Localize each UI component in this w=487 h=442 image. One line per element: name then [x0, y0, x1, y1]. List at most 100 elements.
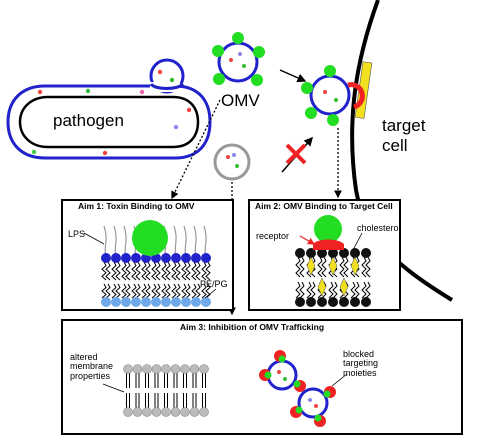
lps-head: [191, 253, 201, 263]
lipid-head: [350, 248, 360, 258]
lipid-tail: [350, 281, 356, 299]
blocked-vesicle-2: [290, 386, 336, 427]
lipid-tail: [131, 261, 137, 281]
lipid-tail: [171, 261, 177, 281]
cholesterol-molecule: [350, 256, 360, 276]
lipid-tail: [125, 261, 131, 281]
lps-label: LPS: [68, 229, 86, 239]
cholesterol-molecule: [328, 256, 338, 276]
lipid-tail: [155, 261, 161, 281]
lipid-tail: [171, 283, 177, 299]
lipid-tail: [201, 283, 207, 299]
lipid-head: [180, 407, 190, 417]
altered-membrane-pointer: [102, 383, 125, 393]
pathogen-label: pathogen: [53, 111, 124, 130]
lipid-tail: [191, 283, 197, 299]
lipid-tail: [185, 283, 191, 299]
pe-pg-head: [131, 297, 141, 307]
lipid-head: [317, 248, 327, 258]
pe-pg-label: PE/PG: [200, 279, 228, 289]
receptor-label: receptor: [256, 231, 290, 241]
lipid-tail: [361, 281, 367, 299]
lipid-head: [132, 407, 143, 417]
lipid-tail: [105, 283, 111, 299]
omv-vesicle-with-toxins: [212, 32, 265, 86]
lipid-tail: [339, 256, 345, 278]
lipid-tail: [135, 283, 141, 299]
cholesterol-molecule: [306, 256, 316, 276]
lps-head: [161, 253, 171, 263]
lipid-tail: [191, 261, 197, 281]
lps-head: [201, 253, 211, 263]
lipid-head: [361, 297, 371, 307]
lipid-tail: [354, 281, 360, 299]
lipid-tail: [321, 256, 327, 278]
lipid-tail: [111, 261, 117, 281]
lipid-head: [199, 407, 209, 417]
lipid-tail: [141, 283, 147, 299]
lipid-head: [132, 364, 143, 374]
pe-pg-head: [161, 297, 171, 307]
lipid-head: [189, 364, 200, 374]
lipid-head: [328, 297, 338, 307]
cholesterol-molecule: [317, 277, 327, 297]
lps-head: [111, 253, 121, 263]
lipid-tail: [121, 261, 127, 281]
lipid-tail: [306, 281, 312, 299]
lipid-head: [199, 364, 209, 374]
plain-vesicle: [213, 143, 251, 181]
lipid-tail: [135, 261, 141, 281]
lipid-tail: [105, 261, 111, 281]
solid-arrow-icon: [279, 69, 307, 83]
pe-pg-head: [101, 297, 111, 307]
omv-bound-to-target: [301, 65, 365, 126]
lipid-head: [306, 248, 316, 258]
aim1-toxin: [132, 220, 168, 256]
pe-pg-head: [111, 297, 121, 307]
aim3-gray-bilayer: [123, 364, 209, 417]
lipid-head: [306, 297, 316, 307]
lipid-tail: [145, 261, 151, 281]
lipid-tail: [365, 281, 371, 299]
lipid-head: [161, 407, 171, 417]
lipid-tail: [175, 283, 181, 299]
cholesterol-label: cholesterol: [357, 223, 401, 233]
lipid-head: [295, 248, 305, 258]
blocked-targeting-label: blocked targeting moieties: [343, 349, 379, 378]
lipid-head: [123, 407, 133, 417]
lipid-tail: [161, 261, 167, 281]
lipid-head: [295, 297, 305, 307]
lipid-tail: [101, 283, 107, 299]
lipid-tail: [145, 283, 151, 299]
lipid-head: [339, 297, 349, 307]
lipid-tail: [161, 283, 167, 299]
cholesterol-pointer: [352, 232, 363, 251]
lipid-tail: [343, 256, 349, 278]
lipid-tail: [185, 261, 191, 281]
lipid-tail: [205, 283, 211, 299]
lipid-head: [328, 248, 338, 258]
lipid-tail: [165, 283, 171, 299]
pe-pg-head: [121, 297, 131, 307]
lipid-tail: [125, 283, 131, 299]
target-cell-membrane: [350, 0, 454, 302]
pe-pg-head: [181, 297, 191, 307]
blocked-vesicle-1: [259, 350, 306, 392]
lipid-tail: [111, 283, 117, 299]
lipid-tail: [141, 261, 147, 281]
lipid-tail: [165, 261, 171, 281]
pe-pg-head: [191, 297, 201, 307]
pe-pg-head: [141, 297, 151, 307]
cholesterol-molecule: [339, 277, 349, 297]
pathogen-cell: [6, 58, 212, 160]
lipid-head: [180, 364, 190, 374]
pe-pg-head: [171, 297, 181, 307]
lipid-tail: [361, 256, 367, 278]
lipid-head: [361, 248, 371, 258]
lipid-tail: [295, 281, 301, 299]
blocked-targeting-pointer: [331, 373, 348, 387]
aim2-title: Aim 2: OMV Binding to Target Cell: [255, 201, 393, 211]
lipid-tail: [332, 281, 338, 299]
lipid-tail: [328, 281, 334, 299]
